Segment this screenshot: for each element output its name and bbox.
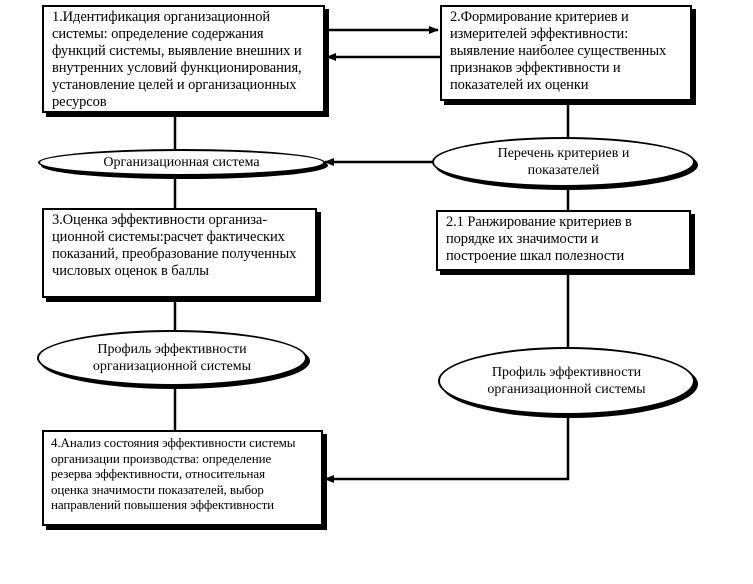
oval-efficiency-profile-left-text: Профиль эффективности организационной си… bbox=[92, 342, 252, 374]
box-4-efficiency-analysis: 4.Анализ состояния эффективности системы… bbox=[42, 430, 323, 526]
box-2-1-text: 2.1 Ранжирование критериев в порядке их … bbox=[446, 214, 632, 264]
oval-efficiency-profile-left: Профиль эффективности организационной си… bbox=[37, 330, 307, 386]
box-2-text: 2.Формирование критериев и измерителей э… bbox=[450, 9, 667, 93]
oval-organizational-system: Организационная система bbox=[38, 149, 325, 176]
box-4-text: 4.Анализ состояния эффективности системы… bbox=[51, 435, 296, 512]
box-1-identification: 1.Идентификация организационной системы:… bbox=[42, 5, 325, 113]
oval-criteria-list-text: Перечень критериев и показателей bbox=[497, 146, 630, 178]
box-3-text: 3.Оценка эффективности организа- ционной… bbox=[52, 212, 297, 279]
box-2-criteria-formation: 2.Формирование критериев и измерителей э… bbox=[440, 5, 692, 101]
oval-efficiency-profile-right-text: Профиль эффективности организационной си… bbox=[487, 365, 646, 397]
box-3-efficiency-evaluation: 3.Оценка эффективности организа- ционной… bbox=[42, 208, 317, 298]
oval-criteria-list: Перечень критериев и показателей bbox=[432, 137, 695, 187]
box-1-text: 1.Идентификация организационной системы:… bbox=[52, 9, 302, 110]
oval-organizational-system-text: Организационная система bbox=[103, 155, 260, 170]
oval-efficiency-profile-right: Профиль эффективности организационной си… bbox=[438, 347, 695, 415]
arrow-profile-right-to-box4 bbox=[324, 414, 570, 483]
box-2-1-ranking: 2.1 Ранжирование критериев в порядке их … bbox=[436, 210, 691, 271]
